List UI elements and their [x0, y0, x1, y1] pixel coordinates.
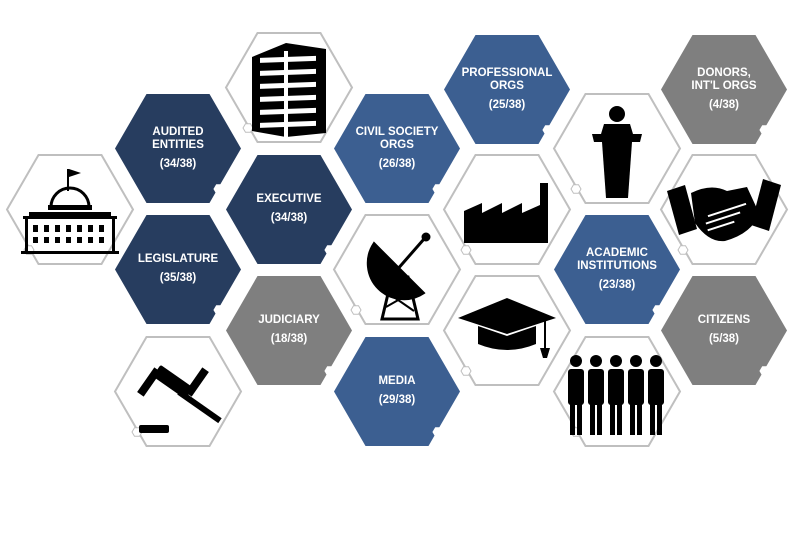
stakeholder-title: LEGISLATURE [137, 253, 219, 265]
hex-academic-institutions: ACADEMIC INSTITUTIONS (23/38) [554, 214, 680, 324]
factory-icon [464, 182, 548, 243]
hex-icon-office [224, 31, 354, 143]
hex-label: LEGISLATURE (35/38) [127, 215, 229, 324]
stakeholder-count: (26/38) [378, 157, 416, 170]
gavel-icon [137, 365, 222, 433]
hex-corner-ornament [460, 244, 472, 255]
stakeholder-title: CITIZENS [697, 314, 751, 326]
hex-corner-ornament [324, 244, 336, 255]
hex-label: ACADEMIC INSTITUTIONS (23/38) [566, 215, 668, 324]
handshake-icon [667, 178, 781, 241]
hex-judiciary: JUDICIARY (18/38) [226, 275, 352, 385]
hex-corner-ornament [652, 304, 664, 315]
stakeholder-title: JUDICIARY [258, 314, 320, 326]
stakeholder-title: MEDIA [378, 375, 416, 387]
hex-label: CIVIL SOCIETY ORGS (26/38) [346, 94, 448, 203]
hex-label: MEDIA (29/38) [346, 337, 448, 446]
stakeholder-title: EXECUTIVE [256, 193, 322, 205]
stakeholder-count: (35/38) [159, 272, 197, 284]
hex-icon-capitol [5, 153, 135, 265]
hex-corner-ornament [759, 124, 771, 135]
stakeholder-title: ACADEMIC INSTITUTIONS [577, 246, 657, 272]
hex-media: MEDIA (29/38) [334, 336, 460, 446]
hex-icon-dish [332, 213, 462, 325]
stakeholder-title: CIVIL SOCIETY ORGS [355, 125, 439, 151]
hex-corner-ornament [460, 365, 472, 376]
hex-icon-podium [552, 92, 682, 204]
stakeholder-title: DONORS, INT'L ORGS [691, 66, 757, 92]
hex-corner-ornament [213, 183, 225, 194]
stakeholder-count: (34/38) [159, 157, 197, 170]
hex-corner-ornament [324, 365, 336, 376]
satellite-dish-icon [366, 232, 431, 320]
stakeholder-count: (25/38) [488, 98, 526, 111]
hex-icon-gradcap [442, 274, 572, 386]
hex-icon-factory [442, 153, 572, 265]
hex-label: AUDITED ENTITIES (34/38) [127, 94, 229, 203]
hex-corner-ornament [213, 304, 225, 315]
graduation-cap-icon [458, 297, 556, 358]
hex-label: DONORS, INT'L ORGS (4/38) [673, 35, 775, 144]
hex-corner-ornament [432, 183, 444, 194]
podium-speaker-icon [592, 105, 642, 198]
hex-corner-ornament [677, 244, 689, 255]
hex-corner-ornament [570, 183, 582, 194]
stakeholder-count: (29/38) [378, 394, 416, 406]
hex-icon-gavel [113, 335, 243, 447]
hex-icon-people [552, 335, 682, 447]
stakeholder-count: (34/38) [270, 212, 308, 224]
hex-executive: EXECUTIVE (34/38) [226, 154, 352, 264]
hex-corner-ornament [759, 365, 771, 376]
hex-audited-entities: AUDITED ENTITIES (34/38) [115, 93, 241, 203]
stakeholder-count: (4/38) [708, 98, 740, 111]
hex-professional-orgs: PROFESSIONAL ORGS (25/38) [444, 34, 570, 144]
people-group-icon [568, 354, 664, 435]
hex-corner-ornament [432, 426, 444, 437]
stakeholder-title: PROFESSIONAL ORGS [461, 66, 553, 92]
hex-donors-intl-orgs: DONORS, INT'L ORGS (4/38) [661, 34, 787, 144]
hex-corner-ornament [242, 122, 254, 133]
stakeholder-count: (5/38) [708, 333, 740, 345]
hex-icon-handshake [659, 153, 789, 265]
hex-label: PROFESSIONAL ORGS (25/38) [456, 35, 558, 144]
stakeholder-count: (23/38) [598, 278, 636, 291]
hex-legislature: LEGISLATURE (35/38) [115, 214, 241, 324]
office-building-icon [252, 42, 326, 137]
hex-citizens: CITIZENS (5/38) [661, 275, 787, 385]
capitol-building-icon [21, 168, 119, 254]
hex-corner-ornament [350, 304, 362, 315]
hex-civil-society-orgs: CIVIL SOCIETY ORGS (26/38) [334, 93, 460, 203]
hex-label: CITIZENS (5/38) [673, 276, 775, 385]
stakeholder-title: AUDITED ENTITIES [152, 125, 204, 151]
stakeholder-count: (18/38) [270, 333, 308, 345]
hex-corner-ornament [542, 124, 554, 135]
hex-label: EXECUTIVE (34/38) [238, 155, 340, 264]
hex-label: JUDICIARY (18/38) [238, 276, 340, 385]
